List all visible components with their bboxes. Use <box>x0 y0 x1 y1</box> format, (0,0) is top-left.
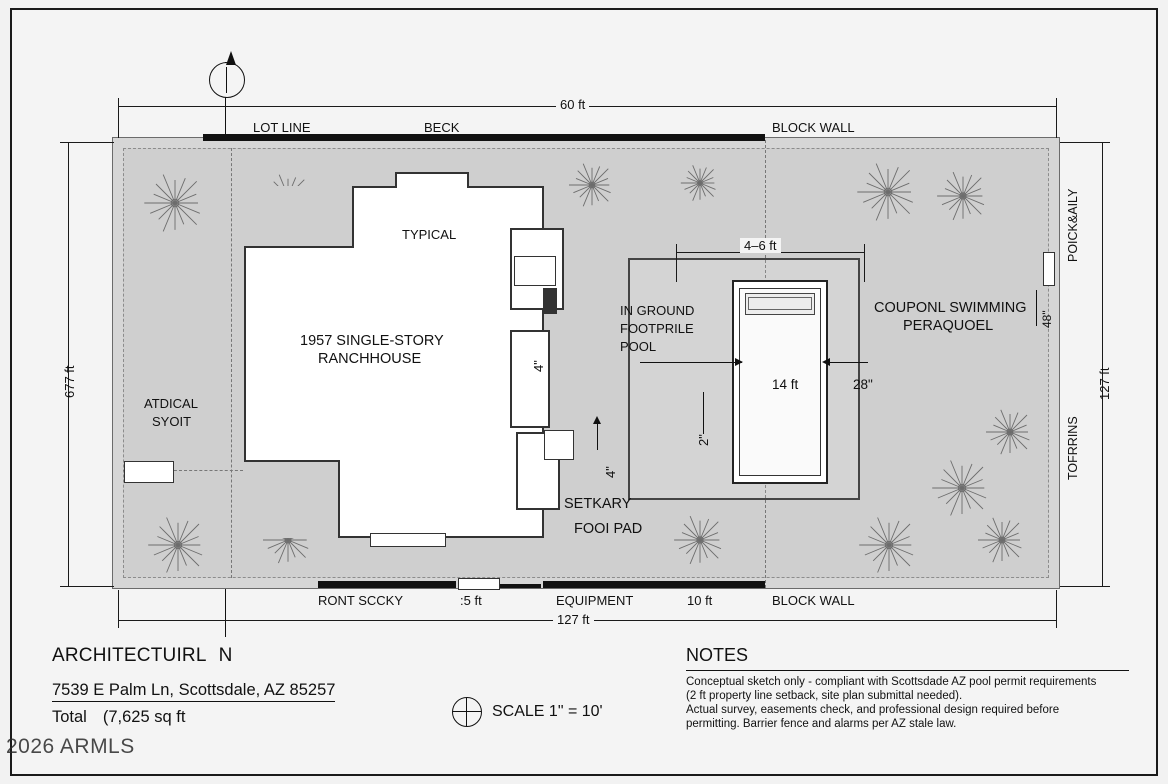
notes-body: Conceptual sketch only - compliant with … <box>686 675 1136 731</box>
label-atdical: ATDICAL <box>144 396 198 411</box>
label-beck: BECK <box>424 120 460 135</box>
dim-top-ext-left <box>118 106 119 138</box>
dim-right-label: 127 ft <box>1097 367 1112 400</box>
dim-pool-depth-leader <box>826 362 868 363</box>
title-block: ARCHITECTUIRL N 7539 E Palm Ln, Scottsda… <box>52 645 472 727</box>
label-equipment: EQUIPMENT <box>556 593 634 608</box>
house-notch-northwest <box>244 186 354 248</box>
dim-top-ext-right <box>1056 106 1057 138</box>
dim-pool-width-arrow <box>735 358 743 366</box>
right-side-gate <box>1043 252 1055 286</box>
walkway-front <box>458 578 500 590</box>
dim-top-label: 60 ft <box>556 97 590 112</box>
dim-pool-width-leader <box>640 362 742 363</box>
dim-left-ext-top <box>68 142 114 143</box>
dim-right-ext-top <box>1060 142 1104 143</box>
dim-bottom-tick-right <box>1056 612 1057 628</box>
dim-bottom-label: 127 ft <box>553 612 594 627</box>
label-house-line1: 1957 SINGLE-STORY <box>300 333 444 349</box>
dim-right-setback-leader <box>1036 290 1037 326</box>
house-wing-east-lower <box>510 330 550 428</box>
label-block-wall-bottom: BLOCK WALL <box>772 593 855 608</box>
setback-line-left <box>231 148 232 578</box>
dim-pool-depth-arrow <box>822 358 830 366</box>
notes-line-4: permitting. Barrier fence and alarms per… <box>686 718 957 730</box>
dim-bottom-ext-right <box>1056 590 1057 620</box>
label-pool-note-2: FOOTPRILE <box>620 321 694 336</box>
pool-step-inner <box>748 297 812 310</box>
label-pool-note-3: POOL <box>620 339 657 354</box>
dim-pool-offset-ext-l <box>676 252 677 282</box>
house-detail-a <box>514 256 556 286</box>
label-right-top-vertical: POICK&AILY <box>1066 188 1080 262</box>
block-wall-bottom-left <box>318 581 456 588</box>
dim-left-ext-bottom <box>68 586 114 587</box>
label-pool-title-2: PERAQUOEL <box>903 318 994 334</box>
notes-line-2: (2 ft property line setback, site plan s… <box>686 690 963 702</box>
dim-house-gap-a-label: 4" <box>531 360 546 372</box>
house-detail-patio <box>370 533 446 547</box>
label-house-line2: RANCHHOUSE <box>318 351 422 367</box>
dim-house-gap-c-label: 2" <box>696 434 711 446</box>
dim-house-gap-b-label: 4" <box>603 466 618 478</box>
north-letter-label: N <box>218 645 233 666</box>
block-wall-bottom-right <box>543 581 765 588</box>
dim-gap-c-leader <box>703 392 704 434</box>
total-label: Total <box>52 708 87 726</box>
label-right-bottom-vertical: TOFRRINS <box>1066 416 1080 480</box>
total-area: (7,625 sq ft <box>102 708 186 726</box>
dim-left-line <box>68 142 69 586</box>
dim-bottom-right-seg-label: 10 ft <box>687 593 713 608</box>
notes-heading: NOTES <box>686 645 1129 671</box>
scale-text: SCALE 1" = 10' <box>492 703 603 720</box>
dim-pool-offset-ext-r <box>864 252 865 282</box>
notes-line-3: Actual survey, easements check, and prof… <box>686 704 1060 716</box>
dim-pool-width-label: 14 ft <box>772 377 799 392</box>
dim-left-label: 677 ft <box>62 365 77 398</box>
block-wall-top <box>203 134 765 141</box>
house-projection-north <box>395 172 469 188</box>
label-pool-title-1: COUPONL SWIMMING <box>874 300 1027 316</box>
block-wall-bottom-mid <box>459 584 541 588</box>
notes-block: NOTES Conceptual sketch only - compliant… <box>686 645 1136 731</box>
pool-water <box>739 288 821 476</box>
house-detail-b <box>543 288 557 314</box>
label-lot-line: LOT LINE <box>253 120 311 135</box>
setback-line-lower <box>123 470 243 471</box>
dim-right-line <box>1102 142 1103 586</box>
driveway-pad <box>124 461 174 483</box>
scale-block: SCALE 1" = 10' <box>452 697 603 727</box>
label-front-setback: RONT SCCKY <box>318 593 403 608</box>
watermark: 2026 ARMLS <box>6 735 135 758</box>
north-arrow-icon <box>209 51 245 98</box>
notes-line-1: Conceptual sketch only - compliant with … <box>686 676 1097 688</box>
house-detail-stairs <box>544 430 574 460</box>
scale-target-icon <box>452 697 482 727</box>
property-address: 7539 E Palm Ln, Scottsdale, AZ 85257 <box>52 681 336 702</box>
dim-gap-b-leader <box>597 422 598 450</box>
sheet-title: ARCHITECTUIRL <box>52 645 207 666</box>
label-foot-pad: FOOI PAD <box>574 521 643 537</box>
dim-pool-offset-label: 4–6 ft <box>740 238 781 253</box>
label-setkary: SETKARY <box>564 496 632 512</box>
dim-bottom-ext-left <box>118 590 119 620</box>
label-pool-note-1: IN GROUND <box>620 303 695 318</box>
dim-right-setback-label: 48" <box>1040 310 1054 328</box>
dim-right-ext-bottom <box>1060 586 1104 587</box>
label-typical: TYPICAL <box>402 227 457 242</box>
dim-gap-b-arrow <box>593 416 601 424</box>
label-sycit: SYOIT <box>152 414 192 429</box>
label-block-wall-top: BLOCK WALL <box>772 120 855 135</box>
dim-bottom-left-seg-label: :5 ft <box>460 593 482 608</box>
dim-pool-depth-label: 28" <box>853 377 873 392</box>
dim-bottom-tick-left <box>118 612 119 628</box>
house-notch-southwest <box>244 460 340 538</box>
